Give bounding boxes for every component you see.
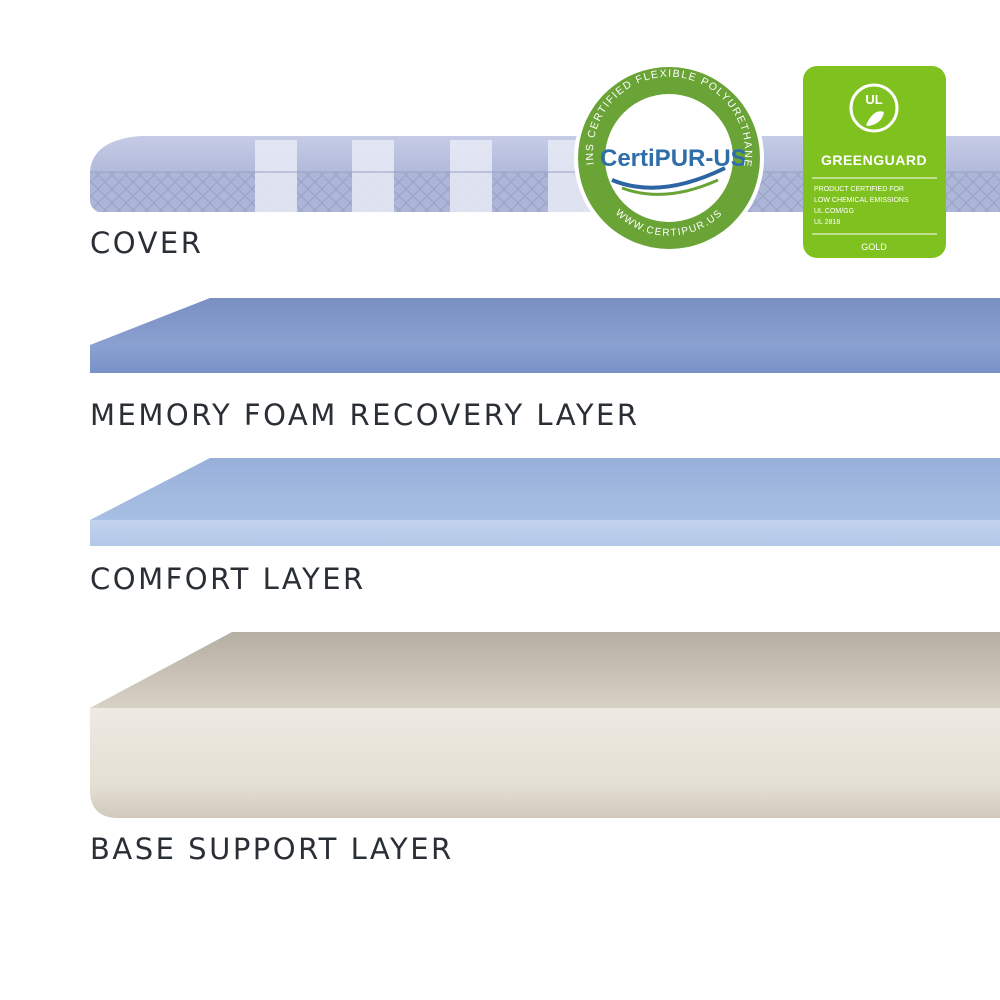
greenguard-level: GOLD <box>861 242 887 252</box>
comfort-layer <box>90 458 1000 546</box>
greenguard-name: GREENGUARD <box>821 152 927 168</box>
base-support-label: BASE SUPPORT LAYER <box>90 832 454 866</box>
greenguard-line-4: UL 2818 <box>814 219 840 226</box>
memory-foam-layer <box>90 298 1000 373</box>
leaf-icon <box>866 111 884 126</box>
cover-layer <box>90 136 1000 212</box>
greenguard-badge: UL GREENGUARD PRODUCT CERTIFIED FOR LOW … <box>803 66 946 258</box>
cover-label: COVER <box>90 226 204 260</box>
certipur-us-badge: CertiPUR-US CONTAINS CERTIFIED FLEXIBLE … <box>0 0 764 253</box>
base-support-layer <box>90 632 1000 818</box>
greenguard-line-3: UL.COM/GG <box>814 208 854 215</box>
greenguard-line-1: PRODUCT CERTIFIED FOR <box>814 186 904 193</box>
comfort-label: COMFORT LAYER <box>90 562 366 596</box>
ul-mark-text: UL <box>865 92 882 107</box>
ul-mark-icon <box>849 83 899 133</box>
greenguard-line-2: LOW CHEMICAL EMISSIONS <box>814 197 909 204</box>
memory-foam-label: MEMORY FOAM RECOVERY LAYER <box>90 398 640 432</box>
